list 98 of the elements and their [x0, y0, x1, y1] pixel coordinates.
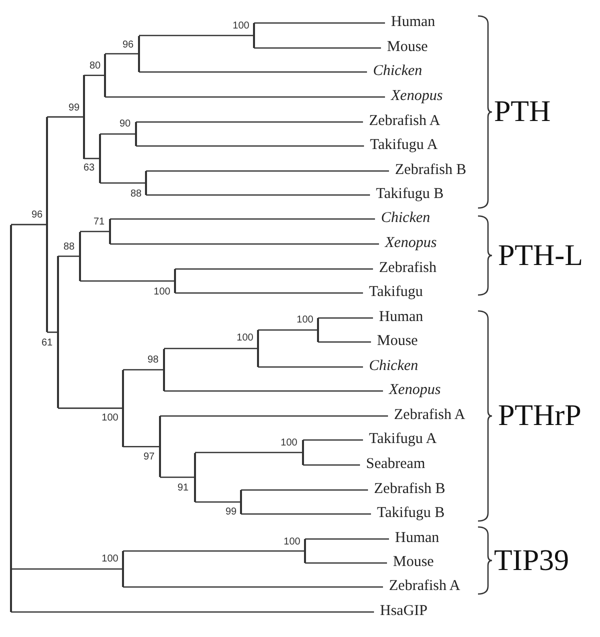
tree-branch: [254, 47, 381, 49]
tree-branch: [58, 256, 80, 257]
tree-branch: [105, 53, 139, 54]
tree-branch: [164, 348, 258, 350]
bootstrap-value: 100: [236, 332, 254, 344]
tree-branch: [80, 230, 110, 232]
tree-branch: [110, 243, 379, 245]
bootstrap-value: 99: [68, 102, 80, 114]
bootstrap-value: 63: [83, 162, 95, 174]
tree-branch: [195, 452, 303, 454]
taxon-label: Xenopus: [385, 88, 443, 106]
tree-branch: [100, 133, 136, 135]
tree-branch: [58, 408, 123, 409]
tree-branch: [139, 71, 367, 73]
clade-label: PTHrP: [498, 399, 582, 433]
tree-branch: [123, 446, 160, 448]
tree-branch: [11, 611, 374, 613]
taxon-label: Seabream: [360, 456, 426, 474]
taxon-label: Takifugu B: [371, 505, 445, 523]
taxon-label: Chicken: [375, 210, 430, 228]
tree-branch: [100, 182, 146, 184]
tree-branch: [123, 586, 383, 588]
tree-branch: [11, 224, 47, 226]
tree-branch: [47, 116, 84, 118]
taxon-label: Mouse: [371, 333, 418, 351]
taxon-label: Zebrafish A: [383, 578, 460, 596]
bootstrap-value: 88: [130, 188, 142, 200]
tree-branch: [258, 329, 318, 331]
bootstrap-value: 71: [93, 216, 105, 228]
taxon-label: Human: [389, 530, 440, 548]
tree-branch: [139, 34, 254, 36]
tree-branch: [241, 513, 371, 515]
taxon-label: Takifugu A: [363, 431, 437, 449]
tree-branch: [123, 369, 164, 370]
tree-branch: [136, 121, 363, 123]
bootstrap-value: 100: [102, 554, 118, 564]
tree-branch: [160, 476, 195, 478]
tree-branch: [164, 390, 383, 392]
taxon-label: Takifugu B: [370, 186, 444, 204]
bootstrap-value: 61: [41, 338, 53, 348]
tree-branch: [11, 568, 123, 570]
taxon-label: Xenopus: [383, 382, 441, 400]
tree-branch: [160, 415, 388, 417]
tree-branch: [318, 317, 373, 319]
tree-branch: [136, 145, 364, 147]
tree-branch: [303, 439, 363, 441]
taxon-label: Mouse: [381, 39, 428, 57]
bootstrap-value: 100: [296, 314, 314, 326]
bootstrap-value: 98: [147, 354, 159, 366]
bootstrap-value: 100: [232, 20, 250, 32]
bootstrap-value: 100: [280, 438, 298, 448]
taxon-label: Zebrafish: [373, 260, 436, 278]
taxon-label: Chicken: [367, 63, 422, 81]
tree-branch: [303, 464, 360, 466]
taxon-label: Zebrafish B: [368, 481, 446, 499]
clade-label: PTH-L: [498, 238, 583, 272]
tree-branch: [146, 170, 389, 172]
taxon-label: Human: [385, 14, 436, 32]
tree-branch: [80, 280, 175, 282]
tree-branch: [47, 332, 58, 333]
bootstrap-value: 96: [31, 210, 43, 220]
tree-branch: [254, 22, 385, 24]
bootstrap-value: 100: [284, 536, 300, 548]
tree-branch: [195, 501, 241, 503]
tree-branch: [105, 96, 385, 98]
tree-branch: [305, 538, 389, 540]
bootstrap-value: 91: [177, 482, 189, 494]
bootstrap-value: 90: [119, 118, 131, 130]
bootstrap-value: 97: [143, 452, 155, 462]
bootstrap-value: 96: [122, 40, 134, 50]
bootstrap-value: 88: [63, 242, 75, 252]
taxon-label: Human: [373, 309, 424, 327]
taxon-label: Takifugu: [363, 284, 423, 302]
taxon-label: Mouse: [387, 554, 434, 572]
bootstrap-value: 80: [89, 60, 101, 72]
tree-branch: [84, 158, 100, 160]
tree-branch: [175, 268, 373, 270]
bootstrap-value: 100: [102, 412, 118, 424]
tree-branch: [175, 292, 363, 294]
bootstrap-value: 100: [154, 286, 170, 298]
taxon-label: HsaGIP: [374, 603, 428, 621]
tree-branch: [146, 194, 370, 196]
tree-branch: [305, 562, 387, 564]
tree-branch: [318, 341, 371, 343]
taxon-label: Zebrafish A: [388, 407, 466, 425]
clade-label: TIP39: [494, 544, 569, 578]
taxon-label: Xenopus: [379, 235, 437, 253]
tree-branch: [258, 366, 363, 368]
bootstrap-value: 99: [225, 506, 237, 518]
taxon-label: Zebrafish B: [389, 162, 466, 180]
tree-branch: [123, 550, 305, 552]
tree-branch: [241, 489, 368, 491]
tree-branch: [110, 218, 375, 220]
tree-branch: [84, 74, 105, 76]
clade-label: PTH: [494, 95, 551, 129]
taxon-label: Takifugu A: [364, 137, 438, 155]
taxon-label: Chicken: [363, 358, 418, 376]
taxon-label: Zebrafish A: [363, 113, 440, 131]
